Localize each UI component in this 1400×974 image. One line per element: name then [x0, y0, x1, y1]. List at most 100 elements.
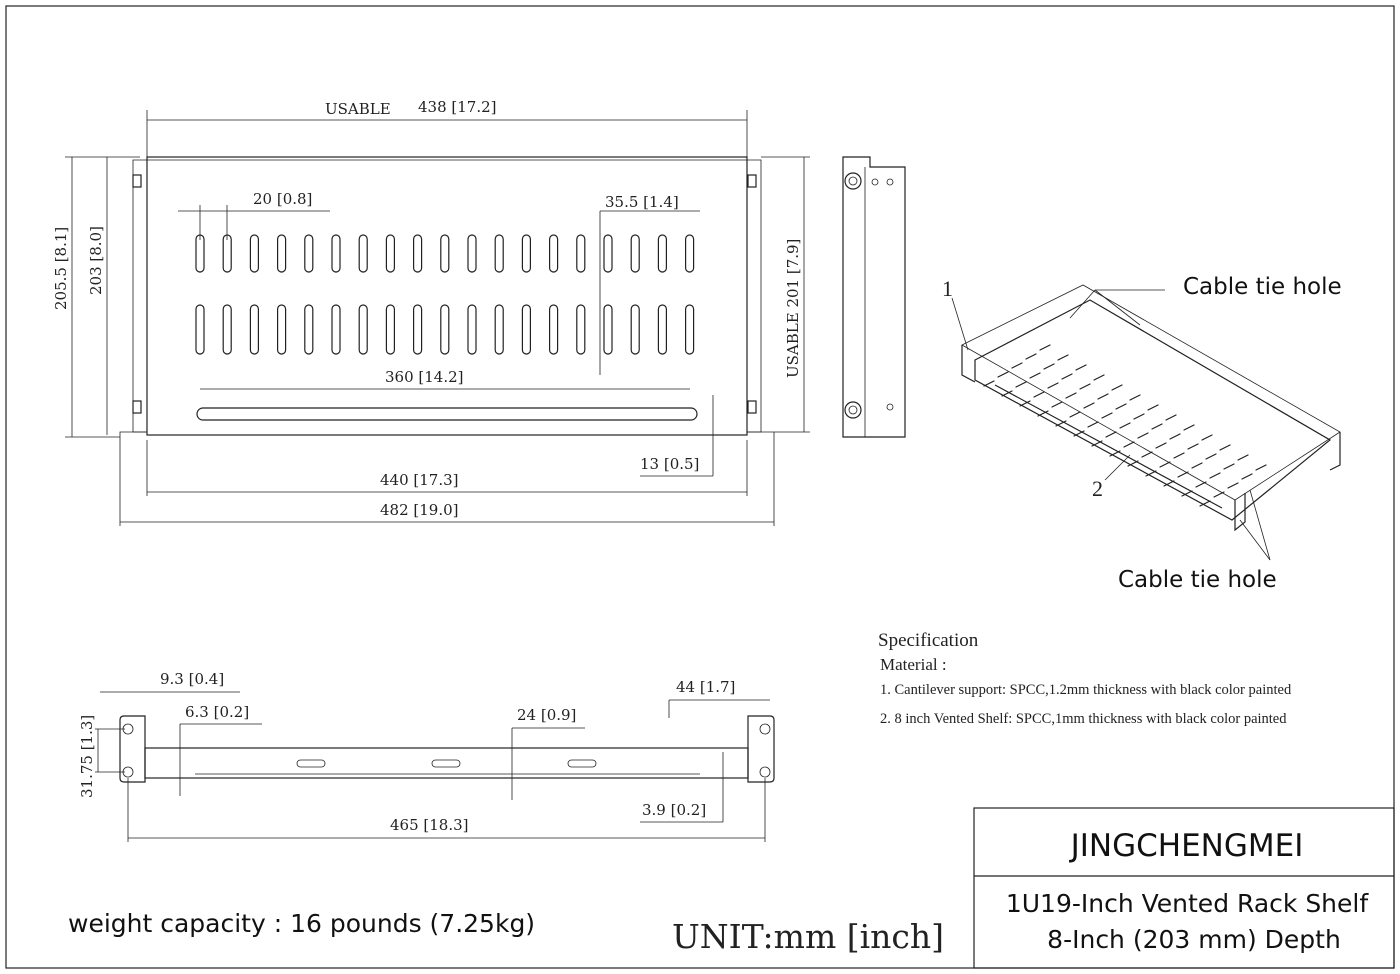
iso-vent-slot: [1177, 471, 1189, 478]
iso-vent-slot: [1241, 473, 1253, 480]
iso-vent-slot: [1011, 362, 1023, 369]
slot-span-dim: 360 [14.2]: [385, 368, 464, 386]
vent-slot: [630, 234, 640, 273]
iso-vent-slot: [1047, 382, 1059, 389]
iso-vent-slot: [1101, 412, 1113, 419]
vent-slot: [331, 304, 341, 355]
iso-vent-slot: [1037, 410, 1049, 417]
long-slot-dim: 13 [0.5]: [640, 455, 699, 473]
iso-vent-slot: [1039, 344, 1051, 351]
vent-slot: [494, 234, 504, 273]
iso-vent-slot: [1183, 424, 1195, 431]
iso-vent-slot: [1083, 402, 1095, 409]
vent-slot: [358, 234, 368, 273]
iso-vent-slot: [1163, 480, 1175, 487]
iso-vent-slot: [1019, 400, 1031, 407]
iso-vent-slot: [1145, 470, 1157, 477]
iso-vent-slot: [1165, 414, 1177, 421]
iso-vent-slot: [1097, 393, 1109, 400]
vent-slot: [249, 234, 259, 273]
bolt-icon: [747, 400, 757, 414]
iso-vent-slot: [1191, 462, 1203, 469]
vent-slot: [222, 234, 232, 273]
iso-vent-slot: [1151, 423, 1163, 430]
vent-slot: [603, 234, 613, 273]
iso-vent-slot: [1093, 374, 1105, 381]
iso-vent-slot: [1055, 420, 1067, 427]
vent-slot: [657, 304, 668, 355]
iso-vent-slot: [1115, 403, 1127, 410]
vent-slot: [195, 304, 205, 355]
product-title-line2: 8-Inch (203 mm) Depth: [1047, 925, 1341, 954]
spec-item-1: 1. Cantilever support: SPCC,1.2mm thickn…: [880, 682, 1292, 698]
overall-width-dim: 482 [19.0]: [380, 501, 459, 519]
unit-label: UNIT:mm [inch]: [672, 917, 944, 956]
iso-vent-slot: [1187, 443, 1199, 450]
iso-vent-slot: [1127, 460, 1139, 467]
front-view: 9.3 [0.4] 6.3 [0.2] 31.75 [1.3] 24 [0.9]…: [78, 670, 775, 842]
bolt-icon: [132, 174, 142, 188]
iso-vent-slot: [1237, 454, 1249, 461]
iso-vent-slot: [1223, 463, 1235, 470]
iso-vent-slot: [1069, 411, 1081, 418]
iso-vent-slot: [1057, 354, 1069, 361]
iso-vent-slot: [1119, 422, 1131, 429]
iso-vent-slot: [1137, 432, 1149, 439]
slot-height-dim: 35.5 [1.4]: [605, 193, 679, 211]
iso-vent-slot: [1219, 444, 1231, 451]
iso-vent-slot: [1087, 421, 1099, 428]
vent-slot: [684, 304, 695, 355]
iso-vent-slot: [1043, 363, 1055, 370]
spec-title: Specification: [878, 630, 979, 651]
long-slot: [196, 407, 698, 421]
flange-height-dim: 24 [0.9]: [517, 706, 576, 724]
title-block: JINGCHENGMEI 1U19-Inch Vented Rack Shelf…: [973, 807, 1395, 969]
top-view: USABLE 438 [17.2] 20 [0.8] 35.5 [1.4] 36…: [52, 98, 810, 526]
vent-slot: [222, 304, 232, 355]
iso-vent-slot: [1133, 413, 1145, 420]
iso-vent-slot: [1159, 461, 1171, 468]
vent-slot: [195, 234, 205, 273]
iso-vent-slot: [1073, 430, 1085, 437]
end-view: [842, 156, 906, 438]
iso-vent-slot: [1205, 453, 1217, 460]
vent-slot: [413, 234, 423, 273]
inner-width-dim: 440 [17.3]: [380, 471, 459, 489]
bolt-icon: [747, 174, 757, 188]
vent-slot: [440, 304, 450, 355]
iso-long-slot: [994, 384, 1223, 509]
iso-vent-slot: [1209, 472, 1221, 479]
brand-name: JINGCHENGMEI: [1069, 828, 1304, 864]
vent-slot: [521, 234, 532, 273]
iso-vent-slot: [1001, 390, 1013, 397]
iso-vent-slot: [1111, 384, 1123, 391]
usable-label: USABLE: [325, 100, 391, 118]
spec-item-2: 2. 8 inch Vented Shelf: SPCC,1mm thickne…: [880, 711, 1287, 727]
iso-vent-slot: [1169, 433, 1181, 440]
iso-vent-slot: [1147, 404, 1159, 411]
iso-vent-slot: [1181, 490, 1193, 497]
vent-slot: [249, 304, 259, 355]
cable-tie-hole-top-label: Cable tie hole: [1183, 274, 1342, 300]
vent-slot: [684, 234, 695, 273]
hole-margin-dim: 6.3 [0.2]: [185, 703, 249, 721]
usable-depth-dim: USABLE 201 [7.9]: [784, 239, 802, 378]
vent-slot: [277, 234, 287, 273]
iso-vent-slot: [1091, 440, 1103, 447]
iso-vent-slot: [1033, 391, 1045, 398]
weight-capacity: weight capacity : 16 pounds (7.25kg): [68, 909, 535, 938]
iso-vent-slot: [1213, 491, 1225, 498]
vent-slot: [603, 304, 613, 355]
iso-vent-slot: [983, 380, 995, 387]
vent-slot: [548, 304, 559, 355]
vent-slot: [385, 234, 395, 273]
spec-material-label: Material :: [880, 655, 947, 674]
callout-1: 1: [942, 276, 953, 301]
overall-height-dim: 205.5 [8.1]: [52, 227, 70, 310]
iso-vent-slot: [1109, 450, 1121, 457]
hole-pitch-dim: 31.75 [1.3]: [78, 715, 96, 798]
callout-2: 2: [1092, 476, 1103, 501]
vent-slot: [331, 234, 341, 273]
plate-height-dim: 203 [8.0]: [87, 226, 105, 295]
